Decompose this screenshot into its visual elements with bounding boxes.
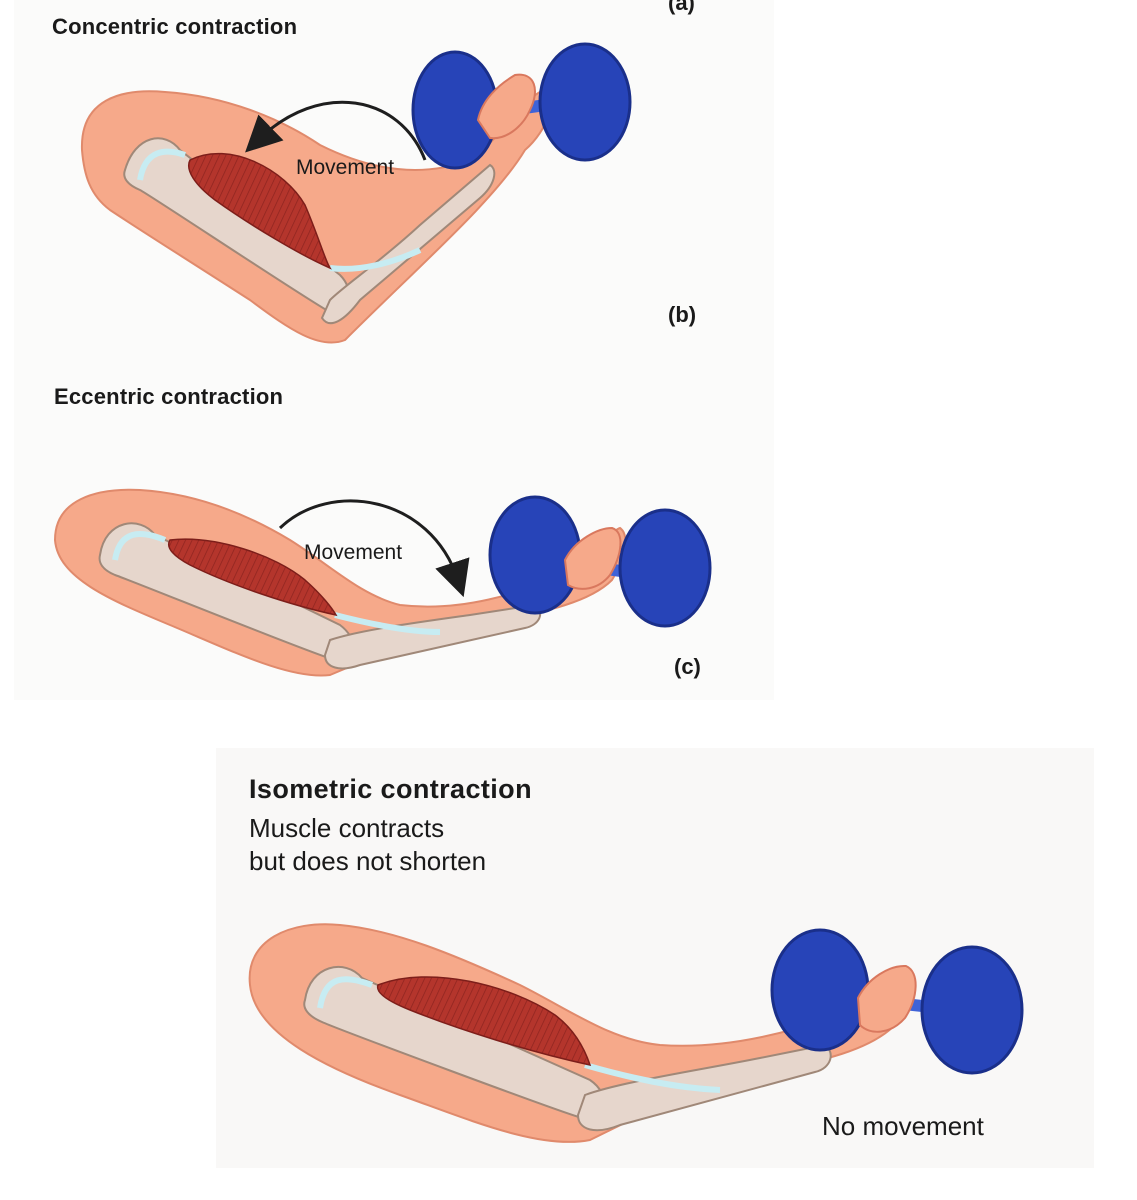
isometric-hand bbox=[856, 964, 917, 1033]
isometric-tendon-lower bbox=[584, 1062, 721, 1093]
eccentric-hand bbox=[563, 526, 622, 590]
isometric-arm-figure bbox=[248, 923, 1024, 1143]
isometric-humerus-bone bbox=[303, 966, 605, 1120]
isometric-title: Isometric contraction bbox=[249, 774, 532, 804]
concentric-tendon-lower bbox=[329, 247, 422, 272]
eccentric-tendon bbox=[112, 531, 167, 561]
isometric-description-line1: Muscle contracts bbox=[249, 813, 445, 843]
concentric-title: Concentric contraction bbox=[52, 14, 298, 39]
concentric-movement-arrow bbox=[245, 100, 427, 161]
eccentric-dumbbell-left-plate bbox=[488, 495, 582, 615]
concentric-tendon bbox=[137, 148, 186, 181]
concentric-hand bbox=[476, 73, 536, 140]
isometric-biceps-muscle bbox=[376, 976, 592, 1067]
isometric-dumbbell-left-plate bbox=[770, 928, 870, 1052]
concentric-forearm-bone bbox=[320, 163, 496, 325]
isometric-tendon bbox=[317, 976, 374, 1009]
no-movement-label: No movement bbox=[822, 1111, 984, 1141]
concentric-humerus-bone bbox=[123, 137, 350, 314]
eccentric-arm-skin bbox=[53, 488, 627, 677]
panel-c-label: (c) bbox=[674, 654, 701, 679]
eccentric-movement-arrow bbox=[278, 499, 470, 598]
panel-b-label: (b) bbox=[668, 302, 697, 327]
eccentric-movement-label: Movement bbox=[304, 541, 403, 564]
isometric-dumbbell-right-plate bbox=[920, 945, 1024, 1075]
eccentric-title: Eccentric contraction bbox=[54, 384, 284, 409]
eccentric-biceps-muscle bbox=[168, 538, 338, 617]
concentric-biceps-muscle bbox=[188, 152, 332, 270]
eccentric-arm-figure bbox=[53, 488, 712, 677]
panel-a-label: (a) bbox=[668, 0, 695, 15]
eccentric-dumbbell-right-plate bbox=[618, 508, 712, 628]
concentric-movement-label: Movement bbox=[296, 156, 395, 179]
eccentric-tendon-lower bbox=[334, 612, 441, 635]
concentric-dumbbell-right-plate bbox=[538, 42, 632, 162]
concentric-arm-figure bbox=[80, 42, 632, 344]
isometric-description-line2: but does not shorten bbox=[249, 846, 487, 876]
